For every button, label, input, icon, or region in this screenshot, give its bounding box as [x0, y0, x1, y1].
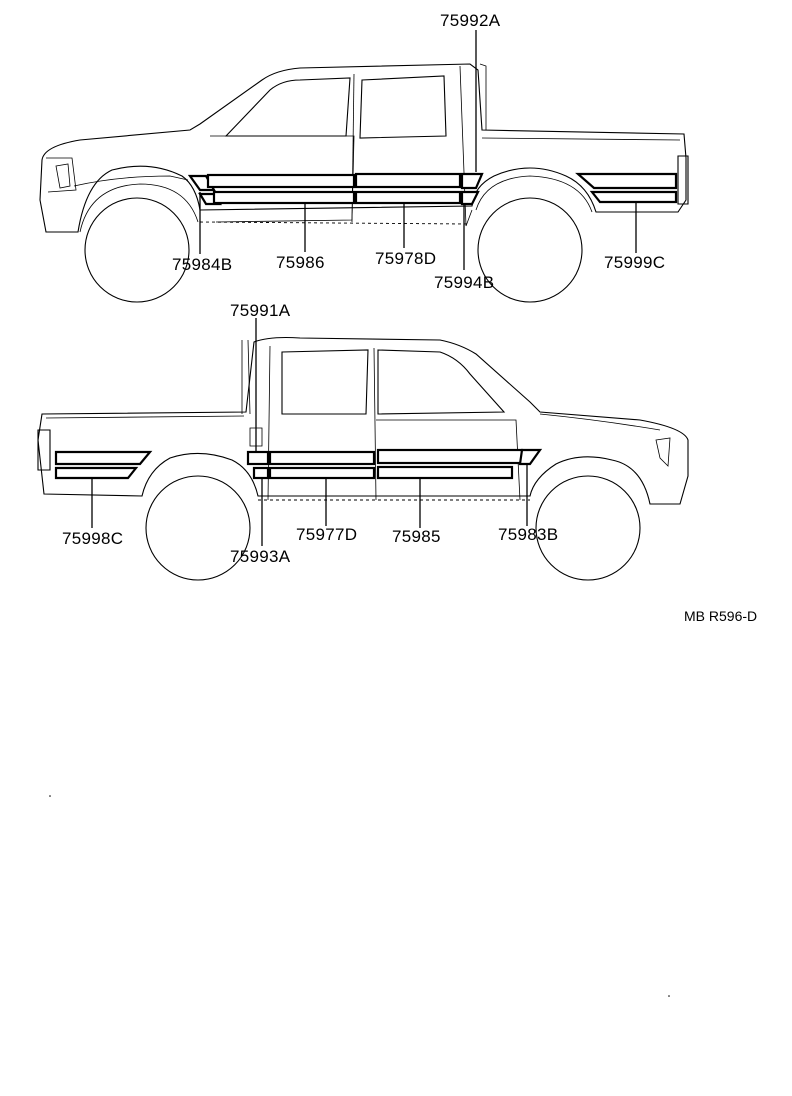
stripe-rear-fender: [575, 172, 678, 204]
tail-light: [677, 155, 689, 205]
label-75998C: 75998C: [62, 529, 123, 548]
truck-body-outline: [39, 63, 687, 233]
label-75985: 75985: [392, 527, 441, 546]
stripe-rear-fender-right: [54, 450, 153, 480]
stripe-rear-door-right: [268, 450, 376, 480]
stripe-front-door: [206, 173, 356, 205]
label-75993A: 75993A: [230, 547, 291, 566]
label-75994B: 75994B: [434, 273, 494, 292]
front-window-right: [377, 349, 506, 415]
label-75999C: 75999C: [604, 253, 665, 272]
stripe-b-pillar: [460, 172, 484, 206]
front-wheel-right: [535, 475, 641, 581]
rear-wheel: [477, 197, 583, 303]
stripe-front-fender-right: [518, 448, 543, 466]
scan-speck: [49, 795, 51, 797]
bed-rail-right: [45, 415, 245, 419]
headlight-right: [655, 437, 671, 467]
rear-window: [359, 75, 447, 139]
truck-right-side-view: 75991A 75998C 75993A 75977D 75985 75983B: [37, 301, 689, 581]
label-75984B: 75984B: [172, 255, 232, 274]
rear-window-right: [281, 349, 369, 415]
stripe-rear-door: [354, 172, 462, 205]
label-75978D: 75978D: [375, 249, 436, 268]
bed-post-right: [241, 339, 251, 415]
front-door-line-right: [376, 419, 521, 501]
b-pillar: [459, 65, 473, 227]
wheel-arch-rear: [475, 175, 593, 213]
label-75986: 75986: [276, 253, 325, 272]
headlight: [55, 163, 71, 189]
stripe-front-door-right: [376, 448, 524, 480]
diagram-code: MB R596-D: [684, 608, 757, 624]
label-75992A: 75992A: [440, 11, 501, 30]
fender-line: [73, 175, 189, 187]
bed-line: [479, 63, 487, 130]
bed-rail: [481, 137, 681, 141]
wheel-arch-front: [79, 183, 199, 233]
hood-line: [46, 157, 77, 193]
rear-wheel-right: [145, 475, 251, 581]
fuel-door-right: [249, 427, 263, 447]
truck-left-side-view: 75992A 75984B 75986 75978D 75994B 75999C: [39, 11, 689, 303]
tail-light-right: [37, 429, 51, 471]
scan-speck: [668, 995, 670, 997]
label-75977D: 75977D: [296, 525, 357, 544]
hood-line-right: [539, 413, 661, 431]
label-75983B: 75983B: [498, 525, 558, 544]
front-window: [224, 77, 351, 137]
front-wheel: [84, 197, 190, 303]
truck-body-outline-right: [37, 336, 689, 505]
stripe-c-pillar-right: [246, 450, 270, 480]
rocker-line: [199, 221, 471, 225]
label-75991A: 75991A: [230, 301, 291, 320]
